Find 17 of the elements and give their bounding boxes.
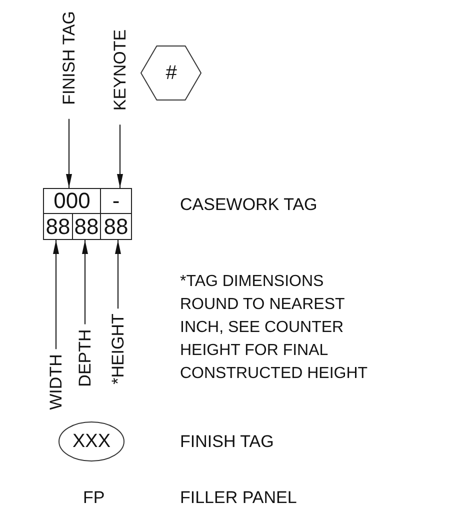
keynote-hexagon: # (140, 45, 202, 101)
vertical-label: DEPTH (76, 329, 94, 387)
vertical-label: *HEIGHT (110, 314, 126, 384)
vertical-label: WIDTH (48, 354, 64, 410)
vertical-label: FINISH TAG (60, 11, 78, 105)
arrow (115, 240, 121, 310)
symbol-description: FILLER PANEL (180, 487, 297, 509)
vertical-label: KEYNOTE (112, 29, 128, 111)
arrow (53, 240, 59, 350)
symbol-abbreviation: FP (83, 487, 105, 509)
symbol-description: CASEWORK TAG (180, 194, 318, 216)
finish-tag-ellipse: XXX (58, 421, 125, 462)
arrow (66, 118, 72, 188)
symbol-description: FINISH TAG (180, 431, 274, 453)
arrow (82, 240, 88, 325)
note-text: *TAG DIMENSIONS ROUND TO NEAREST INCH, SEE COUNTER HEIGHT FOR FINAL CONSTRUCTED HEIGHT (180, 272, 369, 384)
arrow (117, 124, 123, 188)
